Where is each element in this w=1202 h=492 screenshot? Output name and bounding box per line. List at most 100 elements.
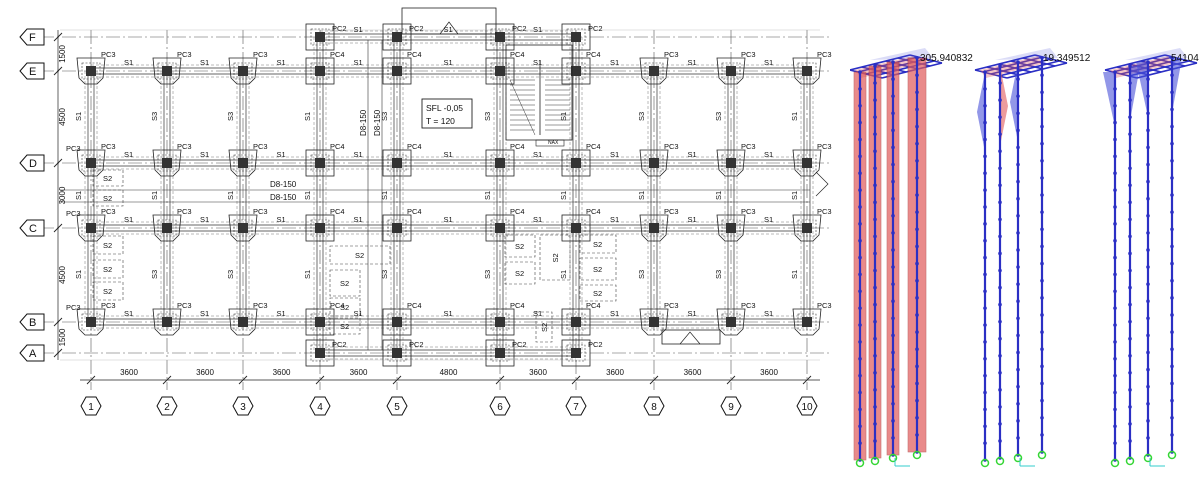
column — [315, 348, 325, 358]
panel-label: S2 — [103, 287, 112, 296]
dim-label: 4500 — [58, 108, 67, 126]
node — [858, 205, 862, 209]
footing-neck — [566, 154, 586, 172]
node — [1040, 278, 1044, 283]
footing-label: PC4 — [510, 142, 525, 151]
column — [495, 158, 505, 168]
panel-label: S2 — [355, 251, 364, 260]
dim-label: 1500 — [58, 328, 67, 346]
column — [802, 223, 812, 233]
node — [1016, 367, 1020, 372]
node — [1128, 132, 1132, 136]
column — [571, 223, 581, 233]
node — [915, 141, 919, 146]
node — [1128, 81, 1132, 85]
footing-pc3 — [228, 308, 258, 336]
footing-pc4 — [485, 214, 515, 242]
node — [1040, 261, 1044, 266]
node — [1146, 162, 1150, 167]
beam-label: S1 — [277, 58, 286, 67]
dim-tick — [238, 375, 248, 385]
dim-label: 4500 — [58, 266, 67, 284]
footing-label: PC2 — [332, 24, 347, 33]
node — [998, 98, 1002, 102]
node — [983, 272, 987, 277]
footing-label: PC3 — [741, 142, 756, 151]
col-axis-marker — [643, 396, 665, 416]
footing-neck — [157, 219, 177, 237]
node — [1016, 60, 1020, 64]
footing-pc2 — [561, 23, 591, 51]
model-value-1: 305.940832 — [920, 53, 973, 64]
node — [858, 120, 862, 125]
panel-label: S2 — [593, 289, 602, 298]
node — [1170, 124, 1174, 129]
panel-label: S2 — [103, 241, 112, 250]
col-axis-label: 4 — [317, 402, 323, 413]
node — [1040, 433, 1044, 437]
footing-label: PC4 — [510, 207, 525, 216]
node — [915, 313, 919, 317]
beam-label: S1 — [124, 309, 133, 318]
stair-label: NAX — [548, 140, 559, 146]
node — [873, 200, 877, 205]
model-value-3: 54104 — [1171, 53, 1199, 64]
node — [1016, 436, 1020, 440]
staircase — [505, 44, 573, 147]
footing-neck — [387, 154, 407, 172]
note-thickness: T = 120 — [426, 116, 455, 126]
footing-neck — [490, 313, 510, 331]
dim-tick — [802, 375, 812, 385]
node — [915, 415, 919, 420]
beam-label: S1 — [764, 309, 773, 318]
dim-label: 3600 — [760, 368, 778, 377]
model-view-2 — [974, 48, 1068, 468]
node — [1170, 364, 1174, 369]
node — [998, 405, 1002, 409]
footing-pc2 — [382, 23, 412, 51]
column — [238, 223, 248, 233]
node — [1128, 370, 1132, 375]
dim-label: 3600 — [273, 368, 291, 377]
node — [1146, 77, 1150, 81]
column — [571, 158, 581, 168]
node — [1146, 419, 1150, 423]
node — [1170, 244, 1174, 249]
beam-label: S1 — [444, 215, 453, 224]
node — [1040, 347, 1044, 352]
beam-label: S3 — [226, 270, 235, 279]
structural-model-views: 305.940832 19.349512 54104 — [850, 48, 1199, 468]
column-moment — [1130, 66, 1140, 121]
node — [891, 111, 895, 116]
column — [726, 66, 736, 76]
node — [1170, 398, 1174, 403]
roof-beam — [998, 60, 1060, 77]
panel-s2 — [329, 269, 361, 297]
node — [1113, 120, 1117, 125]
node — [858, 441, 862, 445]
node — [1113, 441, 1117, 445]
node — [858, 255, 862, 260]
node — [998, 81, 1002, 85]
support — [1143, 453, 1153, 463]
node — [1016, 401, 1020, 406]
footing-pc3 — [76, 57, 106, 85]
beam-label: S1 — [303, 112, 312, 121]
beam-label: S3 — [483, 270, 492, 279]
panel-s2 — [329, 297, 361, 317]
beam-label: S3 — [150, 270, 159, 279]
row-axis-label: A — [29, 348, 37, 360]
node — [891, 77, 895, 81]
node — [891, 265, 895, 269]
footing-label: PC2 — [588, 24, 603, 33]
panel-s2 — [329, 317, 361, 335]
column-moment — [1103, 72, 1115, 127]
beam-label: S1 — [74, 270, 83, 279]
node — [891, 299, 895, 304]
node — [1146, 367, 1150, 372]
node — [858, 70, 862, 74]
footing-pc4 — [382, 57, 412, 85]
rebar-label-v2: D8-150 — [373, 109, 382, 136]
col-axis-label: 1 — [88, 402, 94, 413]
footing-neck — [233, 219, 253, 237]
